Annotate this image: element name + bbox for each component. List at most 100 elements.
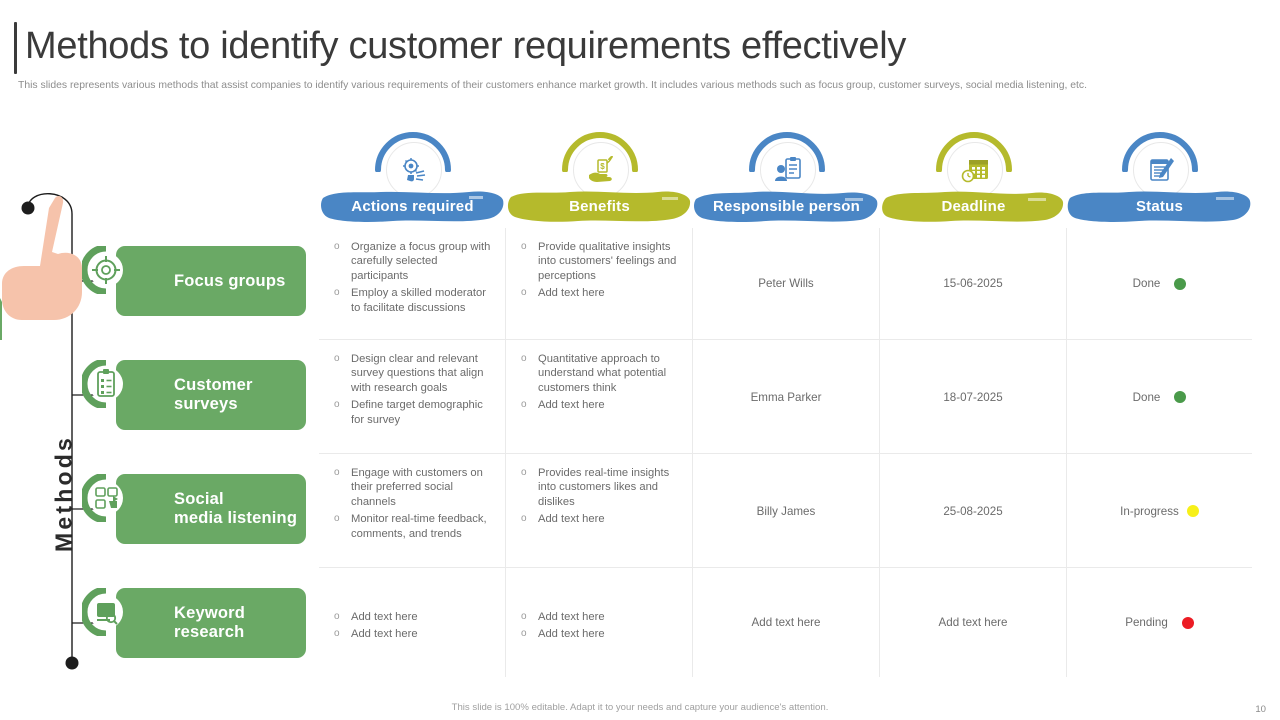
header-icon-badge [1132,142,1189,198]
brush-stroke [694,191,878,222]
cell-status: Done [1067,228,1252,339]
status-label: Done [1132,277,1161,290]
status-badge [1186,505,1199,517]
methods-table: Organize a focus group with carefully se… [319,228,1252,677]
header-banner: Responsible person [693,186,880,226]
survey-clipboard-icon [82,360,123,408]
brush-stroke [321,191,504,222]
bullet-item: Add text here [331,609,495,624]
status-label: In-progress [1120,504,1179,518]
brush-stroke [882,191,1064,222]
rail-line [21,193,96,670]
header-label: Responsible person [713,197,860,215]
cell-person: Billy James [756,504,816,518]
bullet-item: Add text here [331,627,495,642]
method-label: Keyword research [174,604,246,641]
cell-benefits: Add text here Add text here [506,568,692,677]
status-badge [1174,391,1187,403]
cell-benefits: Provides real-time insights into custome… [506,454,692,568]
cell-actions: Add text here Add text here [319,568,505,677]
header-label: Actions required [351,197,474,215]
bullet-item: Define target demographic for survey [331,398,495,427]
bullet-item: Provides real-time insights into custome… [518,465,682,509]
cell-person: Emma Parker [750,390,822,404]
bullet-item: Monitor real-time feedback, comments, an… [331,512,495,541]
rail-label: Methods [50,435,77,552]
status-badge [1181,616,1194,629]
bullet-item: Add text here [518,627,682,642]
page-title: Methods to identify customer requirement… [25,25,907,67]
cell-benefits: Provide qualitative insights into custom… [506,228,692,339]
method-pill-social-media-listening[interactable]: Social media listening [116,474,306,544]
cell-status: Done [1067,340,1252,454]
calendar-clock-icon [961,160,988,183]
bullet-item: Add text here [518,512,682,527]
header-label: Status [1135,197,1184,215]
footer-note: This slide is 100% editable. Adapt it to… [451,702,829,713]
header-icon-badge [385,142,442,198]
title-accent-bar [14,22,17,74]
header-banner: Actions required [319,186,506,226]
cell-person: Peter Wills [758,277,814,290]
brush-stroke [507,191,691,222]
pointing-hand-icon [0,195,82,340]
keyword-search-icon [82,588,123,636]
header-banner: Deadline [880,186,1067,226]
cell-deadline: Add text here [938,616,1008,629]
notes-pen-icon [1149,158,1174,181]
method-label: Focus groups [174,271,286,290]
column-header-actions-required: Actions required [319,128,506,228]
cell-deadline: 15-06-2025 [943,277,1003,290]
status-label: Pending [1125,616,1168,629]
bullet-item: Quantitative approach to understand what… [518,351,682,395]
social-share-icon [82,474,123,522]
table-row: Design clear and relevant survey questio… [319,339,1252,454]
method-label: Customer surveys [174,376,253,413]
brush-stroke [1067,191,1251,222]
bullet-item: Employ a skilled moderator to facilitate… [331,286,495,315]
cell-deadline: 18-07-2025 [943,390,1003,404]
table-row: Organize a focus group with carefully se… [319,228,1252,339]
bullet-item: Add text here [518,609,682,624]
hand-money-plant-icon: $ [588,156,613,182]
header-banner: Benefits [506,186,693,226]
method-pill-keyword-research[interactable]: Keyword research [116,588,306,658]
bullet-item: Add text here [518,286,682,301]
page-number: 10 [1255,704,1266,715]
header-icon-badge [946,142,1003,198]
table-row: Engage with customers on their preferred… [319,453,1252,568]
person-clipboard-icon [774,157,801,181]
target-crosshair-icon [82,246,123,294]
header-banner: Status [1066,186,1253,226]
bullet-item: Add text here [518,398,682,413]
cell-actions: Design clear and relevant survey questio… [319,340,505,454]
status-badge [1174,277,1187,290]
status-label: Done [1132,390,1161,404]
cell-actions: Engage with customers on their preferred… [319,454,505,568]
bullet-item: Design clear and relevant survey questio… [331,351,495,395]
page-subtitle: This slides represents various methods t… [18,80,1087,91]
table-row: Add text here Add text here Add text her… [319,567,1252,677]
idea-bulb-gear-icon [402,158,425,182]
method-pill-focus-groups[interactable]: Focus groups [116,246,306,316]
header-icon-badge [759,142,816,198]
header-label: Benefits [569,197,630,215]
column-header-benefits: $ Benefits [506,128,693,228]
cell-status: Pending [1067,568,1252,677]
method-label: Social media listening [174,490,298,527]
method-pill-customer-surveys[interactable]: Customer surveys [116,360,306,430]
cell-deadline: 25-08-2025 [943,504,1003,518]
cell-benefits: Quantitative approach to understand what… [506,340,692,454]
bullet-item: Provide qualitative insights into custom… [518,239,682,283]
cell-actions: Organize a focus group with carefully se… [319,228,505,339]
column-header-deadline: Deadline [880,128,1067,228]
methods-rail: Methods [0,180,320,680]
column-header-responsible-person: Responsible person [693,128,880,228]
column-header-status: Status [1066,128,1253,228]
bullet-item: Organize a focus group with carefully se… [331,239,495,283]
bullet-item: Engage with customers on their preferred… [331,465,495,509]
svg-text:$: $ [600,162,605,171]
cell-status: In-progress [1067,454,1252,568]
header-label: Deadline [941,197,1006,215]
